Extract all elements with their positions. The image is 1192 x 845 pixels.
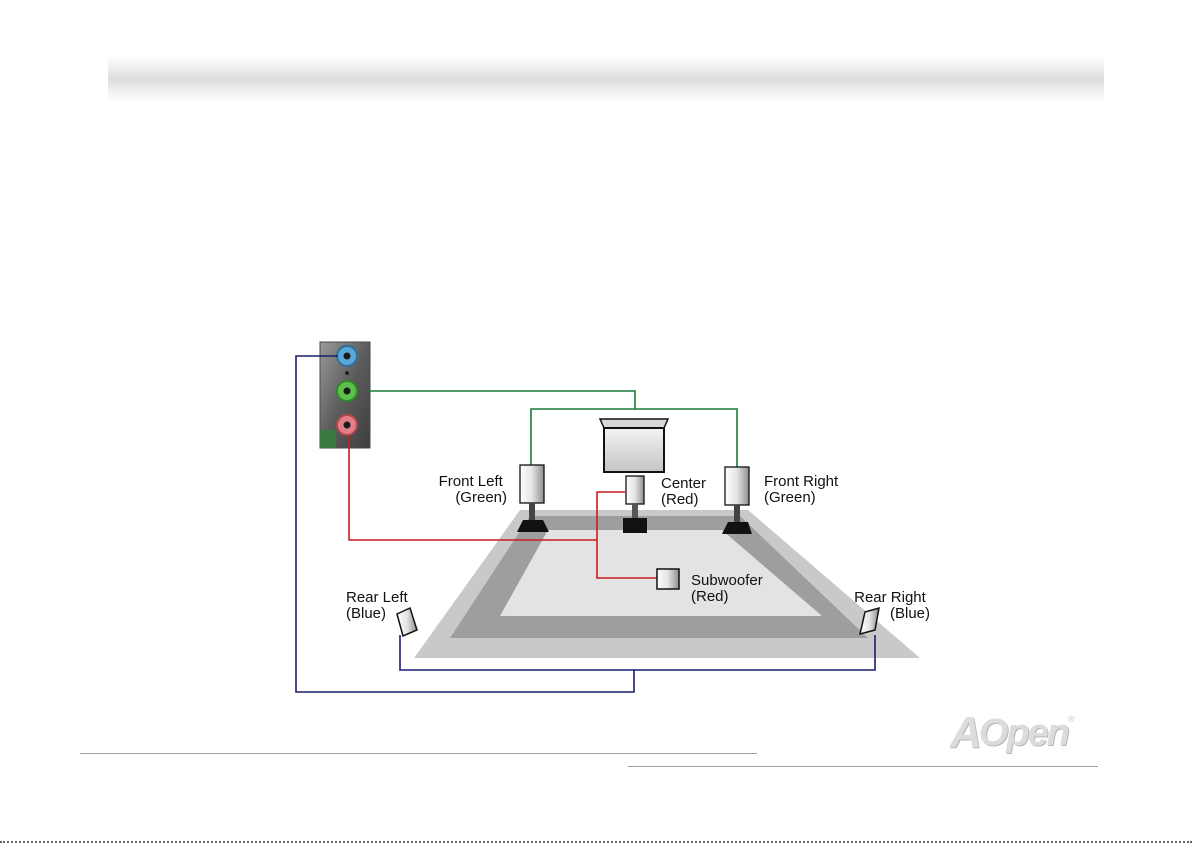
front-right-label: Front Right (Green) bbox=[764, 473, 842, 506]
page-bottom-dotted-edge bbox=[0, 841, 1192, 843]
logo-registered-mark: ® bbox=[1068, 714, 1075, 724]
front-left-label: Front Left (Green) bbox=[439, 473, 507, 506]
audio-jack-panel bbox=[320, 342, 370, 448]
television-icon bbox=[600, 419, 668, 472]
logo-letter-a: A bbox=[950, 711, 979, 755]
subwoofer-icon bbox=[657, 569, 679, 589]
center-label: Center (Red) bbox=[661, 475, 710, 508]
front-green-cable bbox=[368, 391, 635, 409]
footer-rule-left bbox=[80, 753, 757, 754]
logo-text-open: Open bbox=[979, 714, 1068, 752]
center-speaker-icon bbox=[623, 476, 647, 533]
footer-rule-right bbox=[628, 766, 1098, 767]
aopen-logo: A Open ® bbox=[950, 708, 1100, 758]
rear-left-speaker-icon bbox=[397, 608, 417, 636]
